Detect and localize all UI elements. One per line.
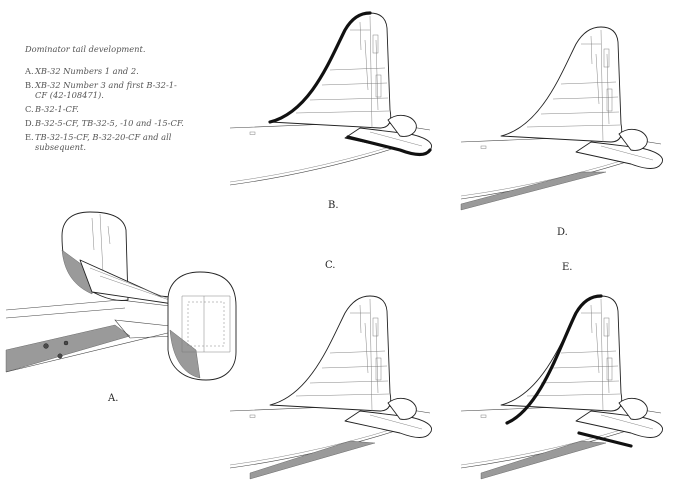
legend-letter: C. [25,104,34,114]
legend-item: D. B-32-5-CF, TB-32-5, -10 and -15-CF. [25,118,185,128]
tail-variant-a-drawing [5,211,237,381]
tail-development-legend: Dominator tail development. A. XB-32 Num… [25,44,185,156]
panel-label-c: C. [325,260,336,271]
legend-letter: A. [25,66,34,76]
panel-label-b: B. [328,200,339,211]
legend-item: B. XB-32 Number 3 and first B-32-1-CF (4… [25,80,185,100]
legend-item: A. XB-32 Numbers 1 and 2. [25,66,185,76]
panel-label-d: D. [557,227,568,238]
legend-text: TB-32-15-CF, B-32-20-CF and all subseque… [35,132,172,152]
legend-letter: B. [25,80,34,90]
legend-text: XB-32 Numbers 1 and 2. [35,66,139,76]
tail-variant-e-drawing [460,294,664,480]
tail-variant-b-drawing [229,11,433,186]
panel-label-e: E. [562,262,573,273]
panel-label-a: A. [108,393,119,404]
legend-list: A. XB-32 Numbers 1 and 2. B. XB-32 Numbe… [25,66,185,152]
legend-text: B-32-1-CF. [35,104,79,114]
legend-item: C. B-32-1-CF. [25,104,185,114]
legend-letter: D. [25,118,34,128]
legend-text: XB-32 Number 3 and first B-32-1-CF (42-1… [35,80,177,100]
legend-title: Dominator tail development. [25,44,146,54]
legend-item: E. TB-32-15-CF, B-32-20-CF and all subse… [25,132,185,152]
tail-variant-d-drawing [460,26,664,211]
legend-letter: E. [25,132,34,142]
legend-text: B-32-5-CF, TB-32-5, -10 and -15-CF. [35,118,184,128]
tail-variant-c-drawing [229,295,433,480]
